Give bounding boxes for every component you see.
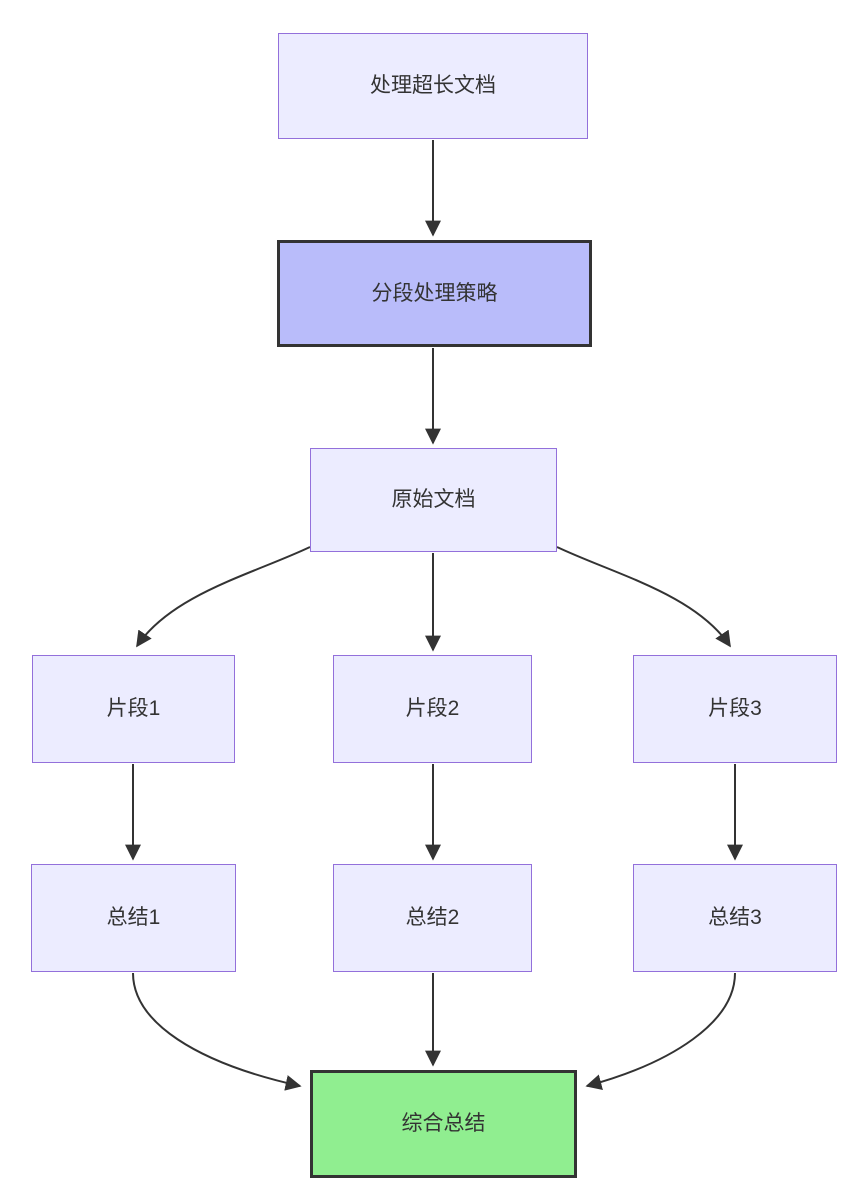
node-segment-1: 片段1 [32, 655, 235, 763]
edge-original-segment3 [556, 546, 731, 648]
node-segment-3: 片段3 [633, 655, 837, 763]
node-final-summary: 综合总结 [310, 1070, 577, 1178]
node-segment-3-label: 片段3 [708, 697, 762, 721]
node-segmentation-strategy: 分段处理策略 [277, 240, 592, 347]
node-original-document: 原始文档 [310, 448, 557, 552]
node-summary-2: 总结2 [333, 864, 532, 972]
node-segment-2-label: 片段2 [405, 697, 460, 721]
node-segmentation-strategy-label: 分段处理策略 [371, 281, 498, 305]
node-process-long-document-label: 处理超长文档 [370, 74, 496, 98]
node-segment-2: 片段2 [333, 655, 532, 763]
node-summary-3: 总结3 [633, 864, 837, 972]
edge-summary1-final [132, 972, 302, 1091]
node-original-document-label: 原始文档 [391, 488, 476, 512]
node-process-long-document: 处理超长文档 [278, 33, 588, 139]
node-summary-1-label: 总结1 [106, 906, 161, 930]
node-final-summary-label: 综合总结 [401, 1112, 486, 1136]
node-summary-3-label: 总结3 [708, 906, 762, 930]
node-summary-2-label: 总结2 [405, 906, 460, 930]
node-segment-1-label: 片段1 [106, 697, 161, 721]
node-summary-1: 总结1 [31, 864, 236, 972]
edge-original-segment1 [136, 546, 311, 648]
edge-summary3-final [585, 972, 736, 1090]
